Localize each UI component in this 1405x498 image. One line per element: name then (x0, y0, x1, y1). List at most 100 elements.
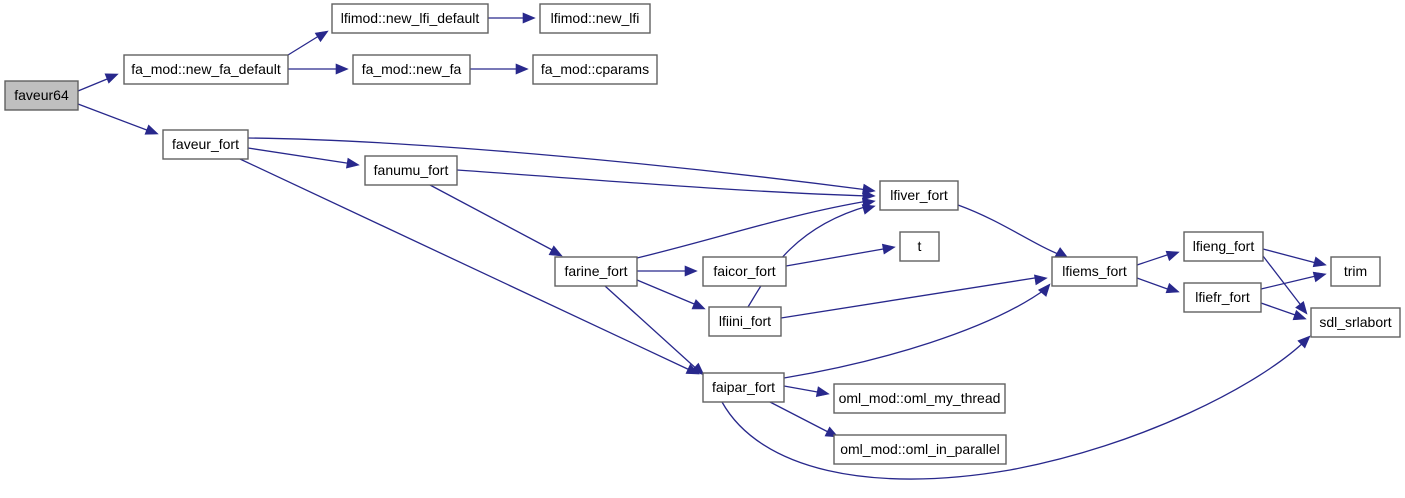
edges-layer (77, 17, 1321, 480)
arrowhead-fanumu_fort->lfiver_fort (862, 189, 876, 201)
edge-lfiver_fort-to-lfiems_fort (957, 204, 1064, 257)
arrowhead-triangle (144, 124, 159, 135)
node-box-lfimod_new_lfi_default[interactable] (331, 3, 489, 34)
nodes-layer: faveur64 fa_mod::new_fa_default lfimod::ne… (4, 3, 1401, 465)
node-box-farine_fort[interactable] (554, 256, 638, 287)
arrowhead-faveur64->faveur_fort (144, 124, 159, 135)
arrowhead-farine_fort->lfiini_fort (691, 299, 706, 310)
node-lfiver_fort[interactable]: lfiver_fort (879, 180, 959, 211)
node-lfimod_new_lfi_default[interactable]: lfimod::new_lfi_default (331, 3, 489, 34)
node-box-sdl_srlabort[interactable] (1310, 307, 1401, 338)
edge-farine_fort-to-lfiver_fort (636, 200, 869, 259)
arrowhead-triangle (862, 189, 876, 201)
node-box-lfieng_fort[interactable] (1183, 231, 1264, 262)
node-box-faveur64[interactable] (4, 80, 79, 111)
node-box-faipar_fort[interactable] (702, 372, 785, 403)
arrowhead-faveur64->fa_mod_new_fa_default (104, 73, 119, 84)
arrowhead-triangle (815, 386, 830, 398)
node-box-oml_mod_oml_in_parallel[interactable] (833, 434, 1007, 465)
arrowhead-triangle (1033, 274, 1048, 286)
node-trim[interactable]: trim (1330, 256, 1381, 287)
arrowhead-triangle (1295, 300, 1308, 315)
node-farine_fort[interactable]: farine_fort (554, 256, 638, 287)
arrowhead-triangle (684, 265, 698, 277)
edge-farine_fort-to-faipar_fort (604, 285, 701, 373)
arrowhead-lfiems_fort->lfiefr_fort (1165, 282, 1180, 294)
node-box-faicor_fort[interactable] (702, 256, 787, 287)
node-lfieng_fort[interactable]: lfieng_fort (1183, 231, 1264, 262)
arrowhead-triangle (691, 299, 706, 310)
arrowhead-lfiefr_fort->trim (1312, 271, 1327, 283)
node-box-faveur_fort[interactable] (162, 129, 249, 160)
node-faveur_fort[interactable]: faveur_fort (162, 129, 249, 160)
edge-lfiems_fort-to-lfieng_fort (1136, 252, 1174, 266)
arrowhead-farine_fort->faipar_fort (691, 362, 705, 376)
node-box-fa_mod_new_fa[interactable] (352, 54, 471, 85)
edge-faveur_fort-to-faipar_fort (239, 158, 695, 373)
arrowhead-lfiems_fort->lfieng_fort (1165, 250, 1180, 262)
edge-lfiefr_fort-to-trim (1260, 274, 1321, 290)
edge-faveur_fort-to-fanumu_fort (247, 147, 354, 165)
node-box-oml_mod_oml_my_thread[interactable] (833, 383, 1006, 414)
node-box-lfimod_new_lfi[interactable] (539, 3, 651, 34)
arrowhead-triangle (1297, 335, 1311, 349)
arrowhead-lfieng_fort->trim (1312, 256, 1327, 268)
arrowhead-triangle (345, 157, 360, 169)
node-box-lfiefr_fort[interactable] (1183, 282, 1262, 313)
edge-fa_mod_new_fa_default-to-lfimod_new_lfi_default (287, 33, 323, 56)
node-fa_mod_cparams[interactable]: fa_mod::cparams (532, 54, 658, 85)
arrowhead-fa_mod_new_fa_default->fa_mod_new_fa (335, 63, 349, 75)
edge-faipar_fort-to-sdl_srlabort (721, 339, 1307, 480)
edge-lfiefr_fort-to-sdl_srlabort (1260, 302, 1302, 318)
arrowhead-lfieng_fort->sdl_srlabort (1295, 300, 1308, 315)
arrowhead-triangle (335, 63, 349, 75)
arrowhead-triangle (1165, 282, 1180, 294)
edge-lfieng_fort-to-trim (1262, 248, 1321, 265)
node-fanumu_fort[interactable]: fanumu_fort (364, 155, 458, 186)
edge-lfiini_fort-to-lfiems_fort (780, 276, 1042, 319)
arrowhead-lfiefr_fort->sdl_srlabort (1292, 309, 1307, 321)
node-faicor_fort[interactable]: faicor_fort (702, 256, 787, 287)
arrowhead-triangle (104, 73, 119, 84)
arrowhead-triangle (548, 245, 563, 257)
node-box-trim[interactable] (1330, 256, 1381, 287)
arrowhead-triangle (691, 362, 705, 376)
arrowhead-triangle (1292, 309, 1307, 321)
edge-faveur_fort-to-lfiver_fort (247, 137, 869, 191)
node-box-lfiver_fort[interactable] (879, 180, 959, 211)
node-lfimod_new_lfi[interactable]: lfimod::new_lfi (539, 3, 651, 34)
edge-faipar_fort-to-oml_mod_oml_in_parallel (769, 401, 833, 435)
edge-lfiini_fort-to-lfiver_fort (747, 205, 869, 308)
edge-lfiems_fort-to-lfiefr_fort (1136, 277, 1174, 292)
node-box-lfiini_fort[interactable] (708, 306, 782, 337)
node-t[interactable]: t (899, 231, 940, 262)
node-box-lfiems_fort[interactable] (1051, 256, 1138, 287)
edge-faicor_fort-to-t (785, 247, 890, 267)
arrowhead-fa_mod_new_fa->fa_mod_cparams (515, 63, 529, 75)
node-box-fa_mod_new_fa_default[interactable] (123, 54, 289, 85)
node-oml_mod_oml_in_parallel[interactable]: oml_mod::oml_in_parallel (833, 434, 1007, 465)
node-oml_mod_oml_my_thread[interactable]: oml_mod::oml_my_thread (833, 383, 1006, 414)
arrowhead-triangle (1037, 283, 1051, 297)
node-lfiems_fort[interactable]: lfiems_fort (1051, 256, 1138, 287)
node-lfiefr_fort[interactable]: lfiefr_fort (1183, 282, 1262, 313)
node-fa_mod_new_fa[interactable]: fa_mod::new_fa (352, 54, 471, 85)
node-faipar_fort[interactable]: faipar_fort (702, 372, 785, 403)
arrowhead-faicor_fort->t (881, 243, 896, 255)
node-sdl_srlabort[interactable]: sdl_srlabort (1310, 307, 1401, 338)
edge-faipar_fort-to-oml_mod_oml_my_thread (783, 385, 824, 394)
node-box-fanumu_fort[interactable] (364, 155, 458, 186)
node-lfiini_fort[interactable]: lfiini_fort (708, 306, 782, 337)
arrowhead-faipar_fort->lfiems_fort (1037, 283, 1051, 297)
node-faveur64[interactable]: faveur64 (4, 80, 79, 111)
edge-faipar_fort-to-lfiems_fort (783, 287, 1048, 379)
node-box-fa_mod_cparams[interactable] (532, 54, 658, 85)
arrowhead-triangle (1165, 250, 1180, 262)
edge-fanumu_fort-to-lfiver_fort (456, 169, 869, 197)
node-box-t[interactable] (899, 231, 940, 262)
edge-fanumu_fort-to-farine_fort (429, 184, 557, 253)
arrowhead-lfiini_fort->lfiver_fort (861, 204, 876, 215)
node-fa_mod_new_fa_default[interactable]: fa_mod::new_fa_default (123, 54, 289, 85)
